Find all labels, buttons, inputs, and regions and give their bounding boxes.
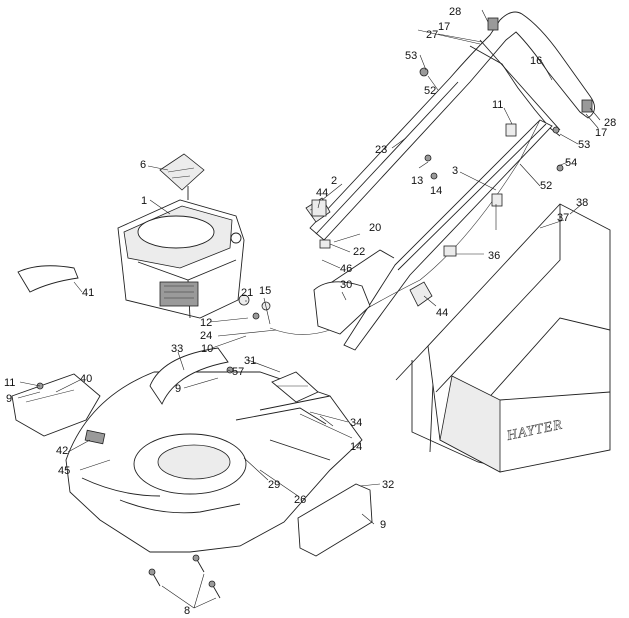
- upper-handle: [309, 11, 595, 241]
- callout-21: 21: [241, 287, 253, 299]
- engine: [117, 186, 245, 319]
- callout-2: 2: [331, 175, 337, 187]
- callout-34: 34: [350, 417, 362, 429]
- rear-roller: [313, 281, 371, 335]
- callout-33: 33: [171, 343, 183, 355]
- callout-14-handle: 14: [430, 185, 442, 197]
- callout-12: 12: [200, 317, 212, 329]
- callout-8: 8: [184, 605, 190, 617]
- callout-31: 31: [244, 355, 256, 367]
- callout-46: 46: [340, 263, 352, 275]
- callout-27: 27: [426, 29, 438, 41]
- callout-9-front: 9: [6, 393, 12, 405]
- callout-44-left: 44: [316, 187, 328, 199]
- callout-36: 36: [488, 250, 500, 262]
- callout-9-side: 9: [380, 519, 386, 531]
- callout-26: 26: [294, 494, 306, 506]
- callout-23: 23: [375, 144, 387, 156]
- height-adjuster: [271, 371, 319, 403]
- front-cover: [11, 373, 101, 437]
- callout-52-top: 52: [424, 85, 436, 97]
- callout-41: 41: [82, 287, 94, 299]
- callout-16: 16: [530, 55, 542, 67]
- throttle-cable: [269, 119, 541, 335]
- callout-29: 29: [268, 479, 280, 491]
- callout-11-handle: 11: [492, 99, 503, 111]
- deck-bolts: [148, 554, 221, 599]
- callout-13: 13: [411, 175, 423, 187]
- side-discharge-cover: [297, 483, 373, 557]
- callout-6: 6: [140, 159, 146, 171]
- callout-1: 1: [141, 195, 147, 207]
- callout-40: 40: [80, 373, 92, 385]
- callout-44-right: 44: [436, 307, 448, 319]
- cable-clips: [311, 17, 593, 257]
- callout-17-right: 17: [595, 127, 607, 139]
- callout-28-top: 28: [449, 6, 461, 18]
- callout-24: 24: [200, 330, 212, 342]
- callout-3: 3: [452, 165, 458, 177]
- callout-20: 20: [369, 222, 381, 234]
- callout-57: 57: [232, 366, 244, 378]
- leader-lines: [17, 9, 601, 609]
- callout-11-front: 11: [4, 377, 15, 389]
- callout-45: 45: [58, 465, 70, 477]
- handle-knob-right: [409, 281, 433, 307]
- air-filter-cover: [17, 265, 79, 293]
- callout-22: 22: [353, 246, 365, 258]
- callout-38: 38: [576, 197, 588, 209]
- callout-14-deck: 14: [350, 441, 362, 453]
- callout-28-right: 28: [604, 117, 616, 129]
- callout-9-flap: 9: [175, 383, 181, 395]
- callout-10: 10: [201, 343, 213, 355]
- grass-bag: HAYTER: [427, 203, 611, 473]
- callout-37: 37: [557, 212, 569, 224]
- callout-53-top: 53: [405, 50, 417, 62]
- callout-labels: 1 2 3 6 8 9 9 9 10 11 11 12 13 14 14 15 …: [4, 6, 616, 617]
- mower-deck: [65, 371, 363, 553]
- callout-54: 54: [565, 157, 577, 169]
- callout-32: 32: [382, 479, 394, 491]
- nuts-washers: [36, 67, 564, 390]
- filler-cap-label: [159, 153, 205, 191]
- callout-15: 15: [259, 285, 271, 297]
- callout-30: 30: [340, 279, 352, 291]
- callout-53-right: 53: [578, 139, 590, 151]
- rear-flap: [149, 347, 229, 405]
- hose-adaptor: [84, 429, 106, 445]
- callout-52-right: 52: [540, 180, 552, 192]
- callout-17-top: 17: [438, 21, 450, 33]
- callout-42: 42: [56, 445, 68, 457]
